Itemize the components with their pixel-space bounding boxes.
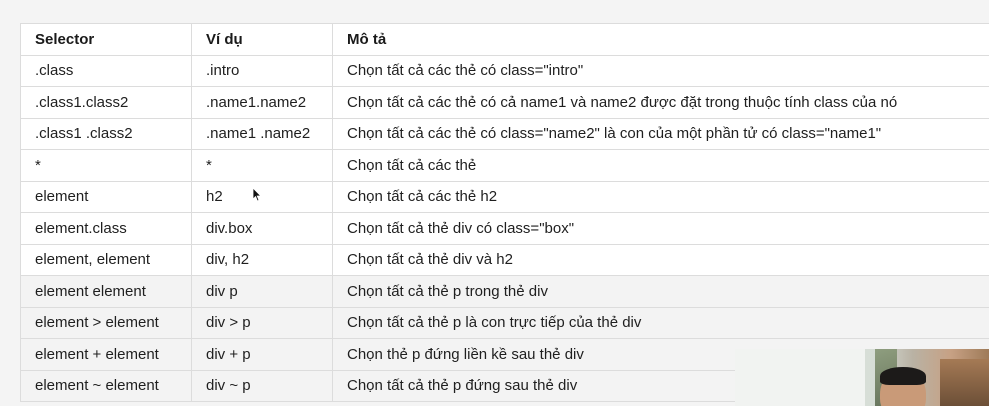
table-row: .class1.class2 .name1.name2 Chọn tất cả … bbox=[20, 86, 989, 119]
header-selector: Selector bbox=[20, 23, 192, 56]
cell-example: * bbox=[191, 149, 333, 182]
cell-description: Chọn tất cả thẻ p trong thẻ div bbox=[332, 275, 989, 308]
table-header-row: Selector Ví dụ Mô tả bbox=[20, 23, 989, 56]
table-row: .class1 .class2 .name1 .name2 Chọn tất c… bbox=[20, 117, 989, 150]
mouse-pointer-icon bbox=[252, 188, 262, 202]
table-row: .class .intro Chọn tất cả các thẻ có cla… bbox=[20, 54, 989, 87]
table-row: * * Chọn tất cả các thẻ bbox=[20, 149, 989, 182]
cell-example: div + p bbox=[191, 338, 333, 371]
webcam-background bbox=[735, 349, 865, 406]
table-row: element, element div, h2 Chọn tất cả thẻ… bbox=[20, 243, 989, 276]
cell-description: Chọn tất cả thẻ p là con trực tiếp của t… bbox=[332, 306, 989, 339]
cell-selector: element > element bbox=[20, 306, 192, 339]
table-row: element element div p Chọn tất cả thẻ p … bbox=[20, 275, 989, 308]
cell-description: Chọn tất cả các thẻ h2 bbox=[332, 180, 989, 213]
cell-selector: .class1 .class2 bbox=[20, 117, 192, 150]
table-row: element > element div > p Chọn tất cả th… bbox=[20, 306, 989, 339]
header-description: Mô tả bbox=[332, 23, 989, 56]
cell-selector: * bbox=[20, 149, 192, 182]
cell-example: .name1 .name2 bbox=[191, 117, 333, 150]
cell-example: .name1.name2 bbox=[191, 86, 333, 119]
cell-selector: element element bbox=[20, 275, 192, 308]
table-row: element h2 Chọn tất cả các thẻ h2 bbox=[20, 180, 989, 213]
cell-description: Chọn tất cả các thẻ bbox=[332, 149, 989, 182]
cell-selector: .class bbox=[20, 54, 192, 87]
cell-example: .intro bbox=[191, 54, 333, 87]
cell-example: div, h2 bbox=[191, 243, 333, 276]
cell-selector: element, element bbox=[20, 243, 192, 276]
cell-example: div.box bbox=[191, 212, 333, 245]
css-selector-table: Selector Ví dụ Mô tả .class .intro Chọn … bbox=[20, 23, 989, 402]
webcam-overlay bbox=[735, 349, 989, 406]
presenter-hair bbox=[880, 367, 926, 385]
cell-example: div ~ p bbox=[191, 369, 333, 402]
table-row: element.class div.box Chọn tất cả thẻ di… bbox=[20, 212, 989, 245]
cell-description: Chọn tất cả các thẻ có cả name1 và name2… bbox=[332, 86, 989, 119]
cell-selector: element.class bbox=[20, 212, 192, 245]
cell-description: Chọn tất cả các thẻ có class="name2" là … bbox=[332, 117, 989, 150]
cell-example: h2 bbox=[191, 180, 333, 213]
cell-description: Chọn tất cả thẻ div và h2 bbox=[332, 243, 989, 276]
header-example: Ví dụ bbox=[191, 23, 333, 56]
cell-selector: element ~ element bbox=[20, 369, 192, 402]
cell-description: Chọn tất cả thẻ div có class="box" bbox=[332, 212, 989, 245]
cell-selector: .class1.class2 bbox=[20, 86, 192, 119]
cell-description: Chọn tất cả các thẻ có class="intro" bbox=[332, 54, 989, 87]
cell-example: div > p bbox=[191, 306, 333, 339]
cell-selector: element bbox=[20, 180, 192, 213]
cell-example: div p bbox=[191, 275, 333, 308]
webcam-shelf bbox=[940, 359, 989, 406]
cell-selector: element + element bbox=[20, 338, 192, 371]
